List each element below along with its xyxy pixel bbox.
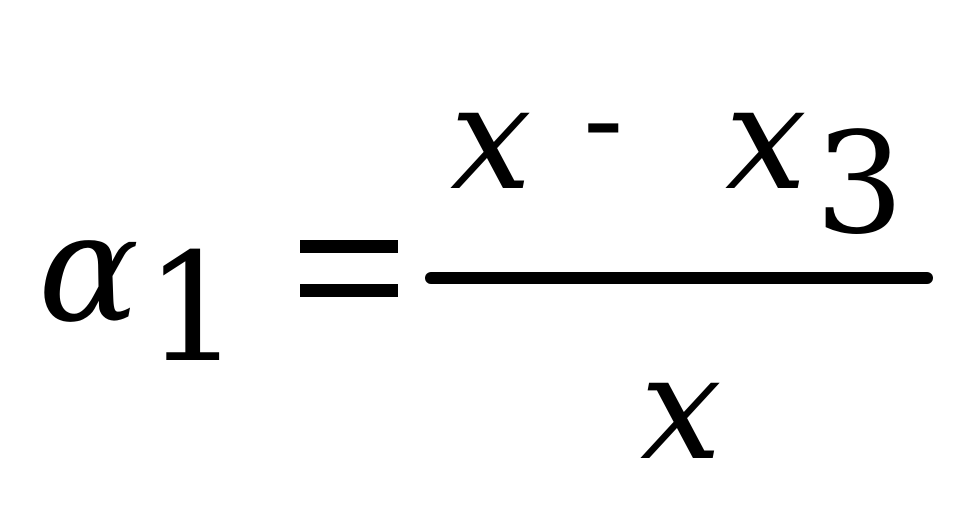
numerator-x: x <box>450 54 532 223</box>
equals-bar-bottom <box>300 284 398 297</box>
denominator-x: x <box>640 324 722 493</box>
minus-sign: - <box>583 50 624 189</box>
alpha-subscript: 1 <box>145 222 240 396</box>
equals-bar-top <box>300 240 398 253</box>
equals-sign <box>300 240 398 297</box>
numerator-subscript-3: 3 <box>815 103 904 266</box>
fraction-bar <box>425 272 933 284</box>
numerator-x3: x <box>725 54 807 223</box>
alpha-symbol: α <box>38 182 139 356</box>
